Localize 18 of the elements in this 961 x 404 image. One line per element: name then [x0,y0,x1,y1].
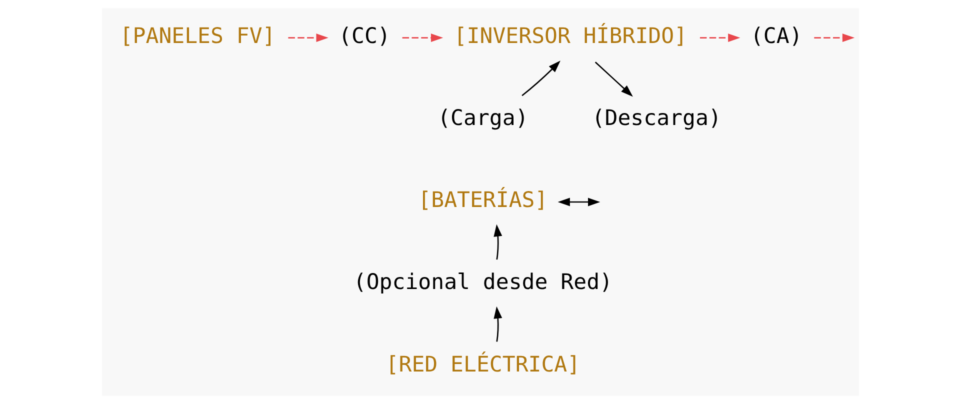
arrow [522,60,560,96]
node-text: (Descarga) [592,106,722,131]
arrow [402,34,444,42]
arrow [814,34,855,42]
node-text: [PANELES FV] [120,24,276,49]
arrow [288,34,328,42]
node-text: [INVERSOR HÍBRIDO] [454,24,688,49]
node-text: (CC) [338,24,390,49]
arrow [594,62,633,97]
arrow [558,198,600,206]
node-text: (CA) [750,24,802,49]
node-text: (Opcional desde Red) [353,270,612,296]
node-text: [RED ELÉCTRICA] [386,352,580,378]
node-text: [BATERÍAS] [418,188,548,214]
node-text: (Carga) [438,106,528,131]
arrow [494,306,502,342]
arrow [700,34,740,42]
arrow [494,224,502,260]
